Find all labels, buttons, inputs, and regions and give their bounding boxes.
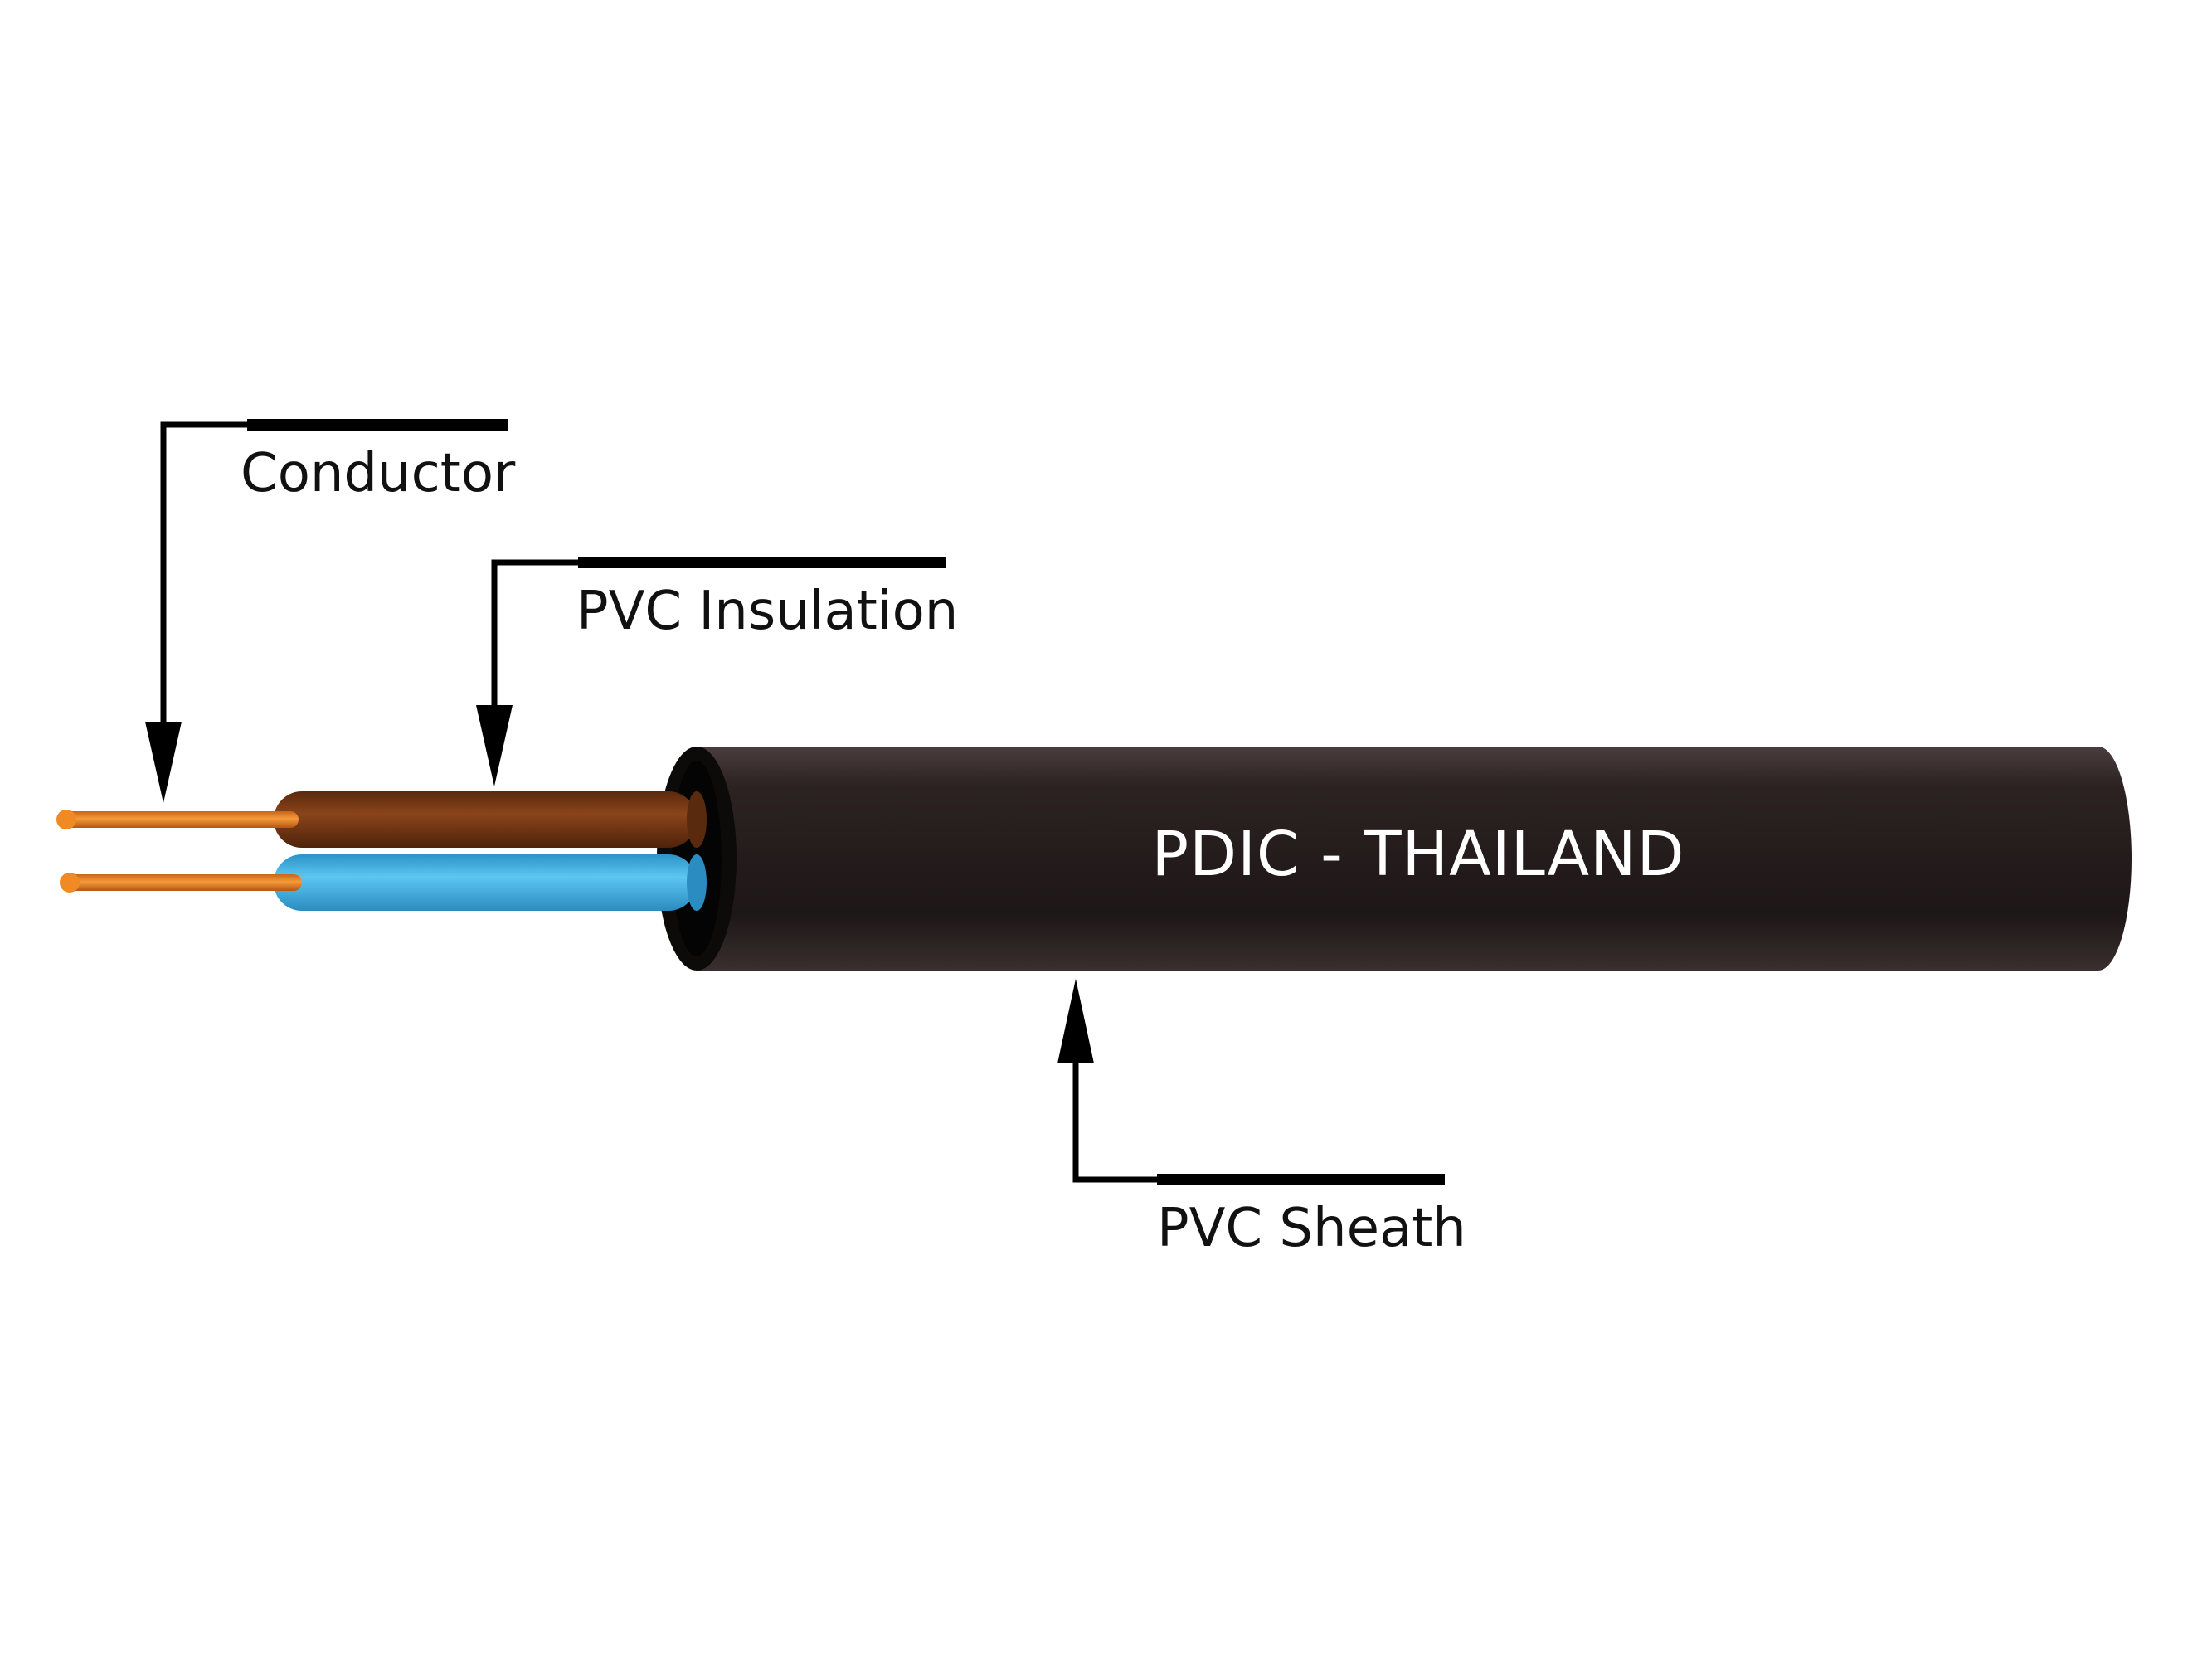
conductor-arrowhead [145, 722, 182, 803]
brown-core [274, 791, 707, 848]
insulation-arrowhead [476, 705, 513, 786]
conductor-label: Conductor [241, 443, 516, 504]
conductor-leader [160, 419, 508, 763]
conductor-top [56, 810, 299, 830]
blue-core [274, 854, 707, 911]
sheath-label: PVC Sheath [1157, 1198, 1466, 1259]
sheath-marking: PDIC - THAILAND [1151, 819, 1685, 890]
conductor-bottom [60, 873, 302, 893]
sheath-arrowhead [1057, 979, 1094, 1063]
insulation-leader [491, 557, 946, 747]
insulation-label: PVC Insulation [576, 581, 958, 642]
sheath-leader [1072, 1020, 1445, 1185]
